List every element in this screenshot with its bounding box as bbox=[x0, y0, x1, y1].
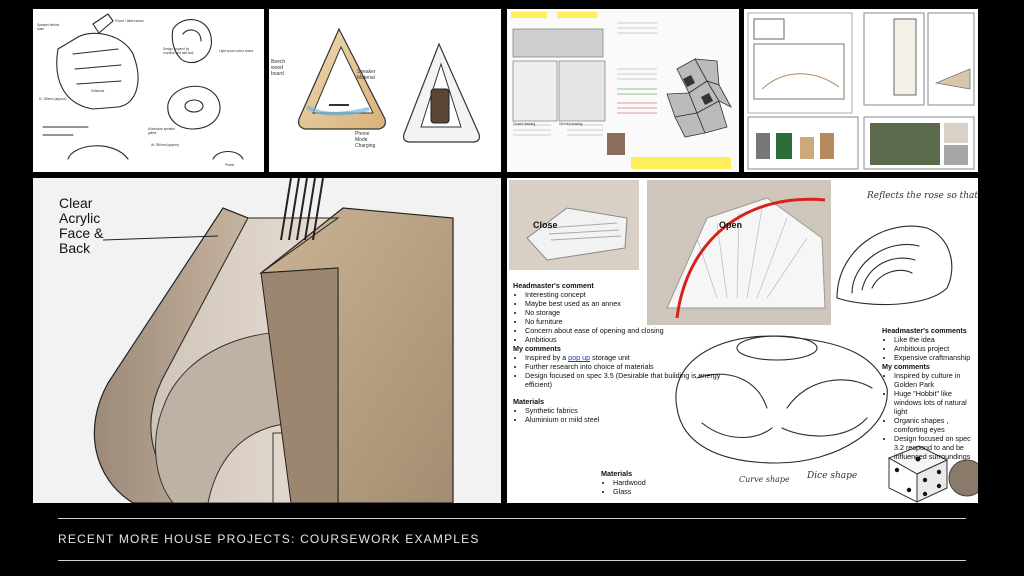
speaker-stand-sketch bbox=[42, 13, 244, 160]
sketch1-label-3: Light wood colour board bbox=[219, 49, 254, 53]
list-item: No storage bbox=[525, 308, 743, 317]
research-label-closed: Closed drawing bbox=[513, 122, 535, 126]
sketch2-label-0: Beech wood board bbox=[271, 59, 286, 77]
list-item: Glass bbox=[613, 487, 691, 496]
list-item: Concern about ease of opening and closin… bbox=[525, 326, 743, 335]
sketch1-label-6: W: 390mm (approx) bbox=[151, 143, 180, 147]
list-item: Design focused on spec 3.5 (Desirable th… bbox=[525, 371, 743, 389]
photo-label-open: Open bbox=[719, 220, 742, 230]
handwriting-curve: Curve shape bbox=[739, 475, 790, 484]
research-highlight-top-2 bbox=[557, 12, 597, 18]
sketch2-label-1: Speaker Material bbox=[357, 69, 376, 81]
cad-label-line-2: Acrylic bbox=[59, 210, 100, 226]
research-label-opened: Opened drawing bbox=[559, 122, 583, 126]
notes-right-heading-1: Headmaster's comments bbox=[882, 326, 967, 335]
notes-left-heading-3: Materials bbox=[513, 397, 545, 406]
list-item: Maybe best used as an annex bbox=[525, 299, 743, 308]
cad-label-line-1: Clear bbox=[59, 195, 93, 211]
list-text: storage unit bbox=[590, 353, 630, 362]
notes-right-heading-2: My comments bbox=[882, 362, 930, 371]
slide-caption: RECENT MORE HOUSE PROJECTS: COURSEWORK E… bbox=[58, 532, 480, 546]
list-text: Inspired by a bbox=[525, 353, 569, 362]
list-item: Further research into choice of material… bbox=[525, 362, 743, 371]
sketch-panel-speaker-stand: Speaker behind foam Phone / tablet stand… bbox=[33, 9, 264, 172]
research-highlight-bottom bbox=[631, 157, 731, 169]
panel-technical-drawings bbox=[744, 9, 978, 172]
cad-label-line-4: Back bbox=[59, 240, 91, 256]
materials-heading: Materials bbox=[601, 469, 633, 478]
list-item: Hardwood bbox=[613, 478, 691, 487]
cad-label-line-3: Face & bbox=[59, 225, 104, 241]
cad-triangle-speaker-render: Clear Acrylic Face & Back bbox=[59, 178, 454, 503]
dice-illustration bbox=[887, 445, 949, 503]
notes-bottom-materials: Materials Hardwood Glass bbox=[601, 469, 691, 496]
research-page-popup-hexagons: Closed drawing Opened drawing bbox=[507, 9, 739, 172]
list-item: Inspired by a pop up storage unit bbox=[525, 353, 743, 362]
cad-render-acrylic-speaker: Clear Acrylic Face & Back bbox=[33, 178, 501, 503]
sketch1-label-8: Phone bbox=[225, 163, 235, 167]
notes-left-heading-1: Headmaster's comment bbox=[513, 281, 594, 290]
list-item: Ambitious project bbox=[894, 344, 978, 353]
technical-drawings-collage bbox=[747, 12, 975, 170]
list-item: Organic shapes , comforting eyes bbox=[894, 416, 978, 434]
materials-list: Hardwood Glass bbox=[601, 478, 691, 496]
list-item: Like the idea bbox=[894, 335, 978, 344]
notes-left-list-2: Inspired by a pop up storage unit Furthe… bbox=[513, 353, 743, 389]
list-item: Aluminium or mild steel bbox=[525, 415, 743, 424]
research-highlight-top bbox=[511, 12, 547, 18]
notes-right-list-1: Like the idea Ambitious project Expensiv… bbox=[882, 335, 978, 362]
sketch1-label-4: Softwood bbox=[91, 89, 105, 93]
caption-rule-bottom bbox=[58, 560, 966, 561]
notes-left-heading-2: My comments bbox=[513, 344, 561, 353]
notes-left: Headmaster's comment Interesting concept… bbox=[513, 281, 743, 424]
sketch2-label-2: Phone Mode Charging bbox=[355, 131, 376, 149]
pop-up-link[interactable]: pop up bbox=[568, 353, 591, 362]
handwriting-reflects: Reflects the rose so that it can become … bbox=[866, 191, 978, 201]
list-item: Ambitious bbox=[525, 335, 743, 344]
sketch1-label-0: Speaker behind foam bbox=[37, 23, 60, 31]
research-board-graphics: Close Open Reflects the rose so that it … bbox=[509, 180, 978, 503]
list-item: Design focused on spec 3.2 respond to an… bbox=[894, 434, 978, 461]
sketch-panel-triangle-speaker: Beech wood board Speaker Material Phone … bbox=[269, 9, 501, 172]
list-item: No furniture bbox=[525, 317, 743, 326]
hexagon-model-illustration bbox=[512, 22, 732, 155]
caption-rule-top bbox=[58, 518, 966, 519]
handwriting-dice: Dice shape bbox=[806, 471, 857, 481]
list-item: Huge "Hobbit" like windows lots of natur… bbox=[894, 389, 978, 416]
sketch1-label-1: Phone / tablet stand bbox=[115, 19, 144, 23]
sketch1-label-7: D: 150mm (approx) bbox=[39, 97, 67, 101]
sketch1-label-5: Aluminium speaker grilles bbox=[148, 127, 176, 135]
notes-left-list-3: Synthetic fabrics Aluminium or mild stee… bbox=[513, 406, 743, 424]
sketch1-label-2: Design inspired by rounded and half wall bbox=[163, 47, 194, 55]
list-item: Synthetic fabrics bbox=[525, 406, 743, 415]
list-item: Expensive craftmanship bbox=[894, 353, 978, 362]
list-item: Inspired by culture in Golden Park bbox=[894, 371, 978, 389]
triangle-speaker-sketch bbox=[298, 27, 481, 143]
photo-label-close: Close bbox=[533, 220, 558, 230]
research-board-pop-up-house: Close Open Reflects the rose so that it … bbox=[507, 178, 978, 503]
list-item: Interesting concept bbox=[525, 290, 743, 299]
notes-left-list-1: Interesting concept Maybe best used as a… bbox=[513, 290, 743, 344]
notes-right-list-2: Inspired by culture in Golden Park Huge … bbox=[882, 371, 978, 461]
notes-right: Headmaster's comments Like the idea Ambi… bbox=[882, 326, 978, 461]
